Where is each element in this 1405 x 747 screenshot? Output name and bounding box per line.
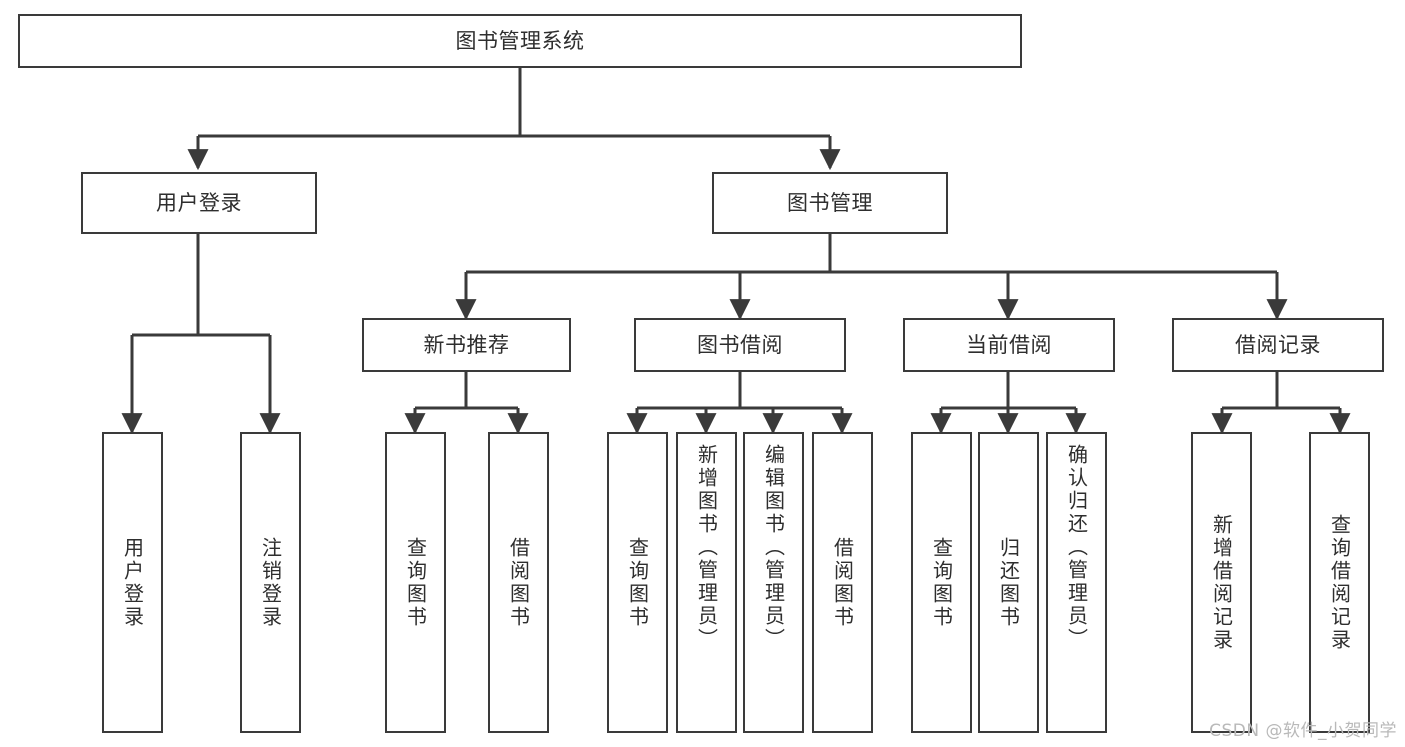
- leaf-query-books-current[interactable]: 查询图书: [911, 432, 972, 733]
- node-label: 图书借阅: [697, 332, 783, 357]
- node-new-book-recommend[interactable]: 新书推荐: [362, 318, 571, 372]
- node-label: 编辑图书（管理员）: [761, 444, 786, 651]
- leaf-borrow-books-recommend[interactable]: 借阅图书: [488, 432, 549, 733]
- leaf-add-borrow-record[interactable]: 新增借阅记录: [1191, 432, 1252, 733]
- watermark-text: CSDN @软件_小贺同学: [1209, 721, 1397, 741]
- node-user-login[interactable]: 用户登录: [81, 172, 317, 234]
- node-label: 查询图书: [403, 536, 428, 629]
- leaf-confirm-return-admin[interactable]: 确认归还（管理员）: [1046, 432, 1107, 733]
- node-book-management[interactable]: 图书管理: [712, 172, 948, 234]
- leaf-user-login[interactable]: 用户登录: [102, 432, 163, 733]
- node-label: 用户登录: [120, 536, 145, 629]
- node-label: 借阅记录: [1235, 332, 1321, 357]
- leaf-edit-book-admin[interactable]: 编辑图书（管理员）: [743, 432, 804, 733]
- node-label: 查询借阅记录: [1327, 513, 1352, 652]
- leaf-logout[interactable]: 注销登录: [240, 432, 301, 733]
- node-label: 图书管理: [787, 190, 873, 215]
- node-label: 查询图书: [625, 536, 650, 629]
- node-label: 新增借阅记录: [1209, 513, 1234, 652]
- node-label: 当前借阅: [966, 332, 1052, 357]
- leaf-query-books-recommend[interactable]: 查询图书: [385, 432, 446, 733]
- node-label: 确认归还（管理员）: [1064, 444, 1089, 651]
- node-label: 注销登录: [258, 536, 283, 629]
- node-current-borrow[interactable]: 当前借阅: [903, 318, 1115, 372]
- node-label: 图书管理系统: [455, 28, 585, 53]
- leaf-query-books-borrow[interactable]: 查询图书: [607, 432, 668, 733]
- node-book-borrow[interactable]: 图书借阅: [634, 318, 846, 372]
- leaf-return-books[interactable]: 归还图书: [978, 432, 1039, 733]
- leaf-query-borrow-record[interactable]: 查询借阅记录: [1309, 432, 1370, 733]
- node-label: 归还图书: [996, 536, 1021, 629]
- node-label: 新增图书（管理员）: [694, 444, 719, 651]
- node-label: 查询图书: [929, 536, 954, 629]
- node-label: 借阅图书: [506, 536, 531, 629]
- leaf-add-book-admin[interactable]: 新增图书（管理员）: [676, 432, 737, 733]
- node-root-book-management-system[interactable]: 图书管理系统: [18, 14, 1022, 68]
- node-label: 用户登录: [156, 190, 242, 215]
- leaf-borrow-books[interactable]: 借阅图书: [812, 432, 873, 733]
- node-label: 新书推荐: [423, 332, 510, 357]
- node-borrow-records[interactable]: 借阅记录: [1172, 318, 1384, 372]
- node-label: 借阅图书: [830, 536, 855, 629]
